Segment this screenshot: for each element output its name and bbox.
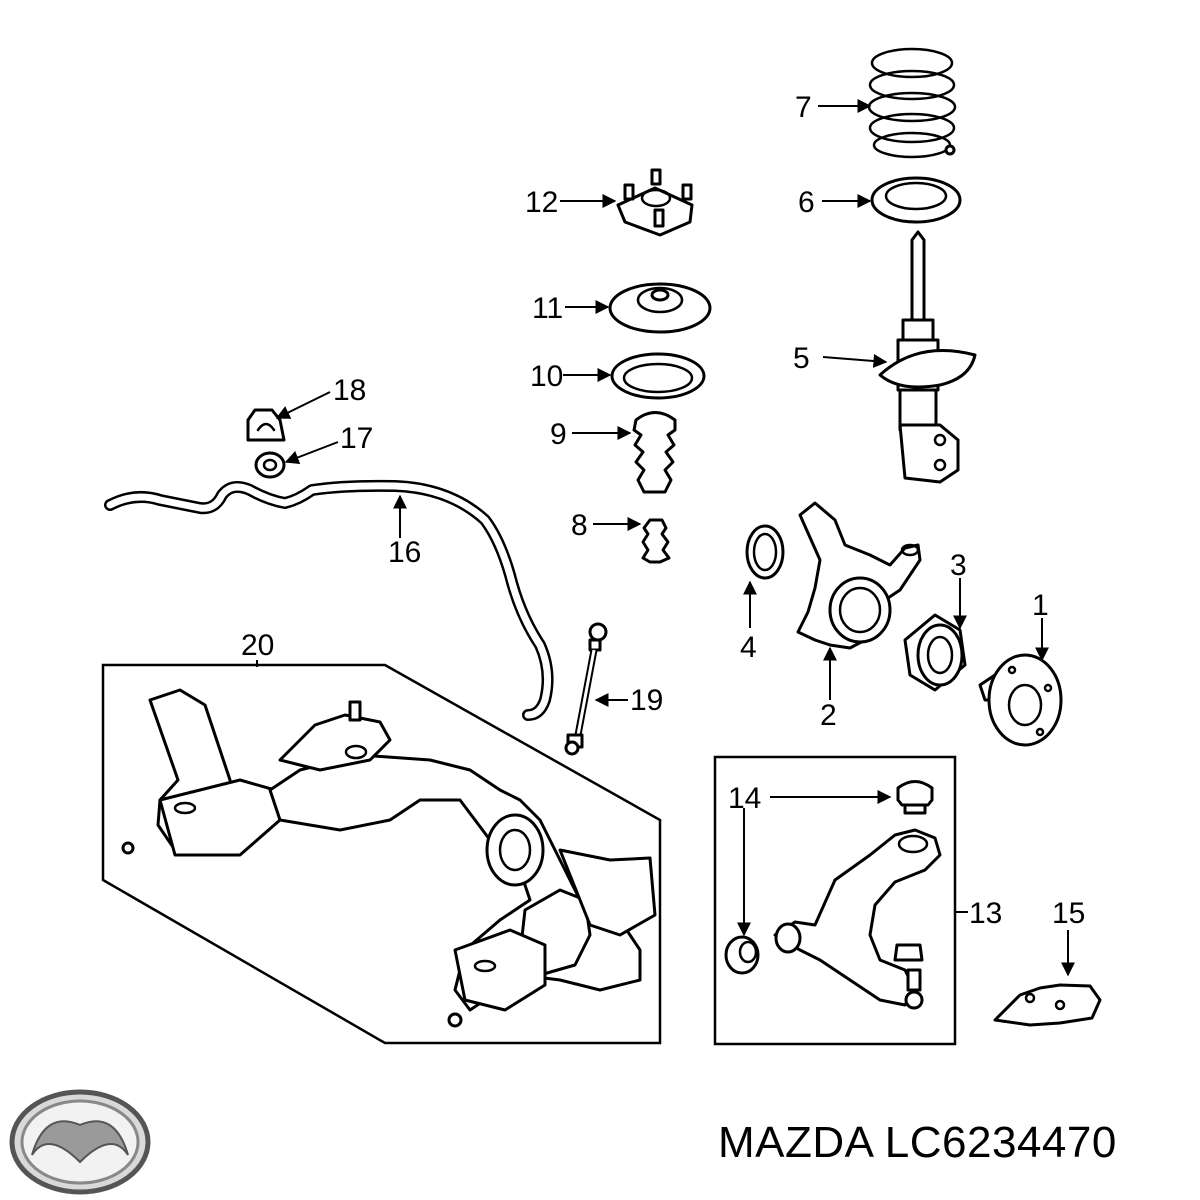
callout-12: 12 (525, 186, 558, 219)
callout-6: 6 (798, 186, 815, 219)
callout-9: 9 (550, 418, 567, 451)
callout-18: 18 (333, 374, 366, 407)
callout-13: 13 (969, 897, 1002, 930)
arm-bracket-part (993, 983, 1102, 1027)
spring-seat-part (870, 176, 962, 224)
callout-8: 8 (571, 509, 588, 542)
wheel-bearing-part (903, 613, 967, 692)
crossmember-part (121, 688, 657, 1028)
control-arm-frame (713, 755, 957, 1046)
leader-17 (284, 441, 339, 465)
callout-11: 11 (532, 292, 563, 325)
stabilizer-bar-part (104, 479, 554, 721)
steering-knuckle-part (796, 501, 922, 650)
dust-boot-part (632, 411, 677, 494)
callout-1: 1 (1032, 589, 1049, 622)
callout-5: 5 (793, 342, 810, 375)
stabilizer-bracket-part (246, 408, 286, 442)
callout-4: 4 (740, 631, 757, 664)
mazda-logo-icon (9, 1089, 151, 1195)
callout-14: 14 (728, 782, 761, 815)
callout-16: 16 (388, 536, 421, 569)
seal-ring-part (745, 524, 785, 580)
stabilizer-bushing-part (254, 451, 286, 479)
leader-18 (275, 391, 331, 419)
wheel-hub-part (978, 653, 1063, 747)
callout-20: 20 (241, 629, 274, 662)
callout-17: 17 (340, 422, 373, 455)
brand-caption: MAZDA LC6234470 (718, 1118, 1117, 1167)
control-arm-bushing-part (724, 780, 934, 975)
bearing-ring-part (610, 352, 706, 400)
callout-10: 10 (530, 360, 563, 393)
strut-mount-part (616, 168, 694, 237)
callout-7: 7 (795, 91, 812, 124)
leader-5 (822, 354, 888, 368)
strut-assembly-part (878, 230, 977, 484)
lower-control-arm-part (773, 828, 942, 1010)
callout-19: 19 (630, 684, 663, 717)
coil-spring-part (867, 47, 957, 159)
mount-insulator-part (608, 282, 712, 334)
crossmember-frame (101, 663, 662, 1045)
bump-stop-part (641, 518, 671, 564)
callout-3: 3 (950, 549, 967, 582)
stabilizer-link-part (564, 622, 608, 756)
callout-2: 2 (820, 699, 837, 732)
callout-15: 15 (1052, 897, 1085, 930)
